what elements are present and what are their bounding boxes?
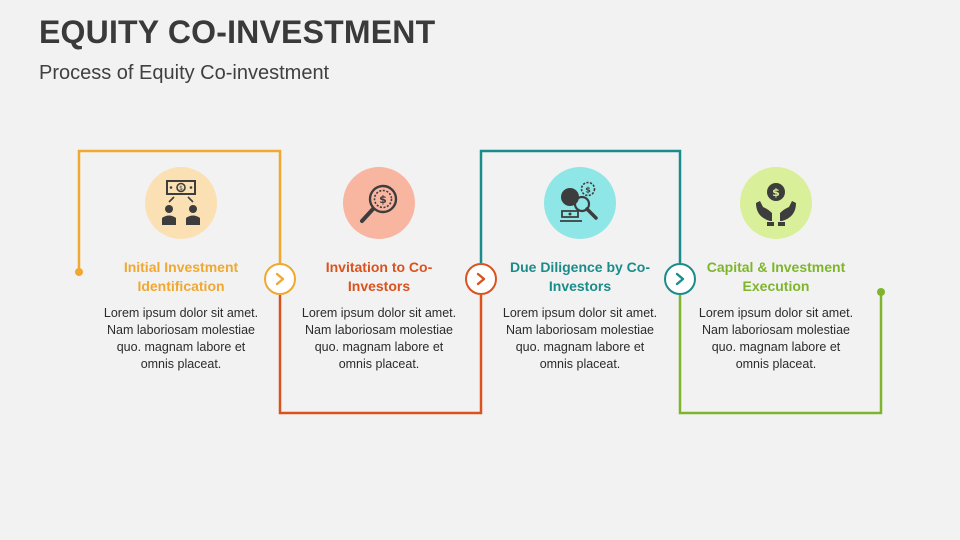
- svg-text:$: $: [585, 186, 591, 195]
- step-2-title: Invitation to Co-Investors: [325, 259, 433, 294]
- svg-text:$: $: [772, 186, 780, 199]
- end-dot: [877, 288, 885, 296]
- hands-coin-icon: $: [756, 183, 796, 226]
- connector-line-step-4: [678, 292, 883, 415]
- connector-line-step-1: [77, 149, 282, 272]
- connector-line-step-2: [278, 295, 483, 415]
- step-1-description: Lorem ipsum dolor sit amet. Nam laborios…: [103, 306, 259, 371]
- step-3-icon-circle: $: [544, 167, 616, 239]
- step-1-title: Initial Investment Identification: [123, 259, 239, 294]
- step-3-title: Due Diligence by Co-Investors: [509, 259, 651, 294]
- step-3-description: Lorem ipsum dolor sit amet. Nam laborios…: [502, 306, 658, 371]
- page-subtitle: Process of Equity Co-investment: [39, 62, 330, 84]
- connector-line-step-3: [479, 149, 682, 263]
- step-2-description: Lorem ipsum dolor sit amet. Nam laborios…: [301, 306, 457, 371]
- step-1-icon-circle: $: [145, 167, 217, 239]
- step-4-title: Capital & Investment Execution: [706, 259, 846, 294]
- coin-magnifier-icon: $: [360, 184, 398, 223]
- analysis-search-icon: $: [560, 181, 598, 222]
- investors-money-icon: $: [162, 180, 200, 225]
- svg-text:$: $: [179, 185, 183, 192]
- step-2-icon-circle: $: [343, 167, 415, 239]
- step-1-chevron-icon: [264, 263, 296, 295]
- step-2-chevron-icon: [465, 263, 497, 295]
- step-4-icon-circle: $: [740, 167, 812, 239]
- svg-text:$: $: [379, 193, 387, 206]
- page-title: EQUITY CO-INVESTMENT: [39, 14, 436, 50]
- start-dot: [75, 268, 83, 276]
- step-3-chevron-icon: [664, 263, 696, 295]
- step-4-description: Lorem ipsum dolor sit amet. Nam laborios…: [698, 306, 854, 371]
